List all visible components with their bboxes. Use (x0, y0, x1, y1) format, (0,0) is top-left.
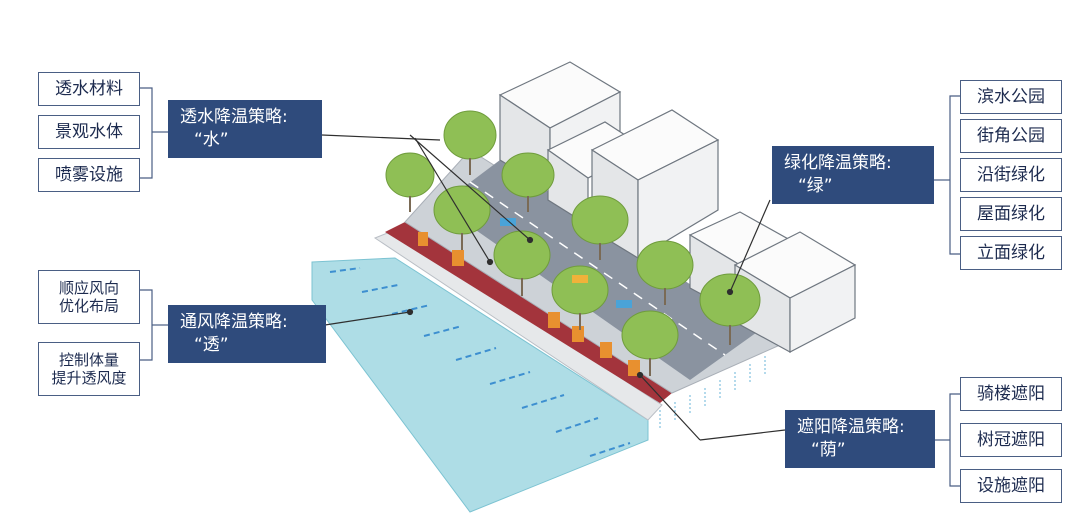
item-waterfront-park: 滨水公园 (960, 80, 1062, 114)
cars (500, 218, 632, 308)
street-trees (385, 110, 761, 376)
strategy-green-title: 绿化降温策略: (784, 153, 892, 173)
strategy-water-short: “水” (194, 129, 229, 150)
item-volume-control: 控制体量 提升透风度 (38, 342, 140, 396)
item-landscape-water: 景观水体 (38, 115, 140, 149)
brackets (140, 87, 960, 487)
strategy-wind-title: 通风降温策略: (180, 312, 288, 332)
river-water (311, 257, 649, 513)
item-volume-control-line2: 提升透风度 (51, 369, 127, 387)
item-wind-layout: 顺应风向 优化布局 (38, 270, 140, 324)
item-corner-park: 街角公园 (960, 119, 1062, 153)
strategy-shade-title: 遮阳降温策略: (797, 417, 905, 437)
item-facility-shading: 设施遮阳 (960, 469, 1062, 503)
strategy-shade: 遮阳降温策略: “荫” (785, 410, 935, 468)
item-permeable-materials: 透水材料 (38, 72, 140, 106)
strategy-green-short: “绿” (798, 175, 833, 196)
airflow-arrows (659, 356, 766, 428)
item-misting-facilities: 喷雾设施 (38, 158, 140, 192)
strategy-wind: 通风降温策略: “透” (168, 305, 326, 363)
strategy-shade-short: “荫” (811, 439, 846, 460)
strategy-wind-short: “透” (194, 334, 229, 355)
item-roof-greening: 屋面绿化 (960, 197, 1062, 231)
item-volume-control-line1: 控制体量 (58, 351, 119, 369)
item-wind-layout-line1: 顺应风向 (58, 279, 119, 297)
item-wind-layout-line2: 优化布局 (58, 297, 119, 315)
strategy-water-title: 透水降温策略: (180, 107, 288, 127)
item-arcade-shading: 骑楼遮阳 (960, 377, 1062, 411)
water-flow-lines (329, 267, 631, 457)
strategy-water: 透水降温策略: “水” (168, 100, 322, 158)
buildings (498, 61, 857, 354)
item-facade-greening: 立面绿化 (960, 236, 1062, 270)
strategy-green: 绿化降温策略: “绿” (772, 146, 934, 204)
leader-lines (321, 134, 786, 441)
item-street-greening: 沿街绿化 (960, 158, 1062, 192)
road-markings (469, 181, 726, 356)
item-tree-canopy-shading: 树冠遮阳 (960, 423, 1062, 457)
